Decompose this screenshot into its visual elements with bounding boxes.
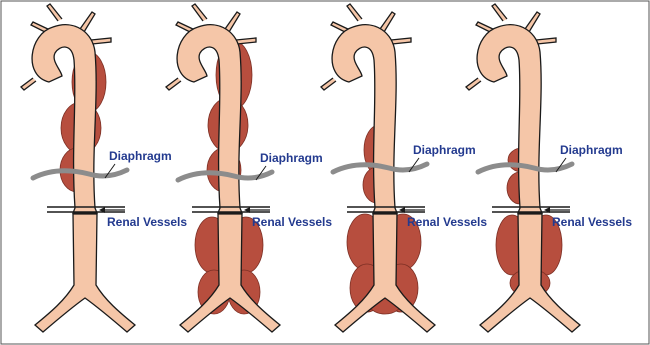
diaphragm-label: Diaphragm xyxy=(413,143,476,157)
renal-vessels-label: Renal Vessels xyxy=(552,215,632,229)
diaphragm-label: Diaphragm xyxy=(260,151,323,165)
diaphragm-label: Diaphragm xyxy=(109,149,172,163)
aorta-vessel xyxy=(21,4,135,332)
diaphragm-label: Diaphragm xyxy=(560,143,623,157)
aorta-vessel xyxy=(166,4,280,332)
renal-vessels-label: Renal Vessels xyxy=(252,215,332,229)
renal-vessels-label: Renal Vessels xyxy=(107,215,187,229)
renal-vessels-label: Renal Vessels xyxy=(407,215,487,229)
